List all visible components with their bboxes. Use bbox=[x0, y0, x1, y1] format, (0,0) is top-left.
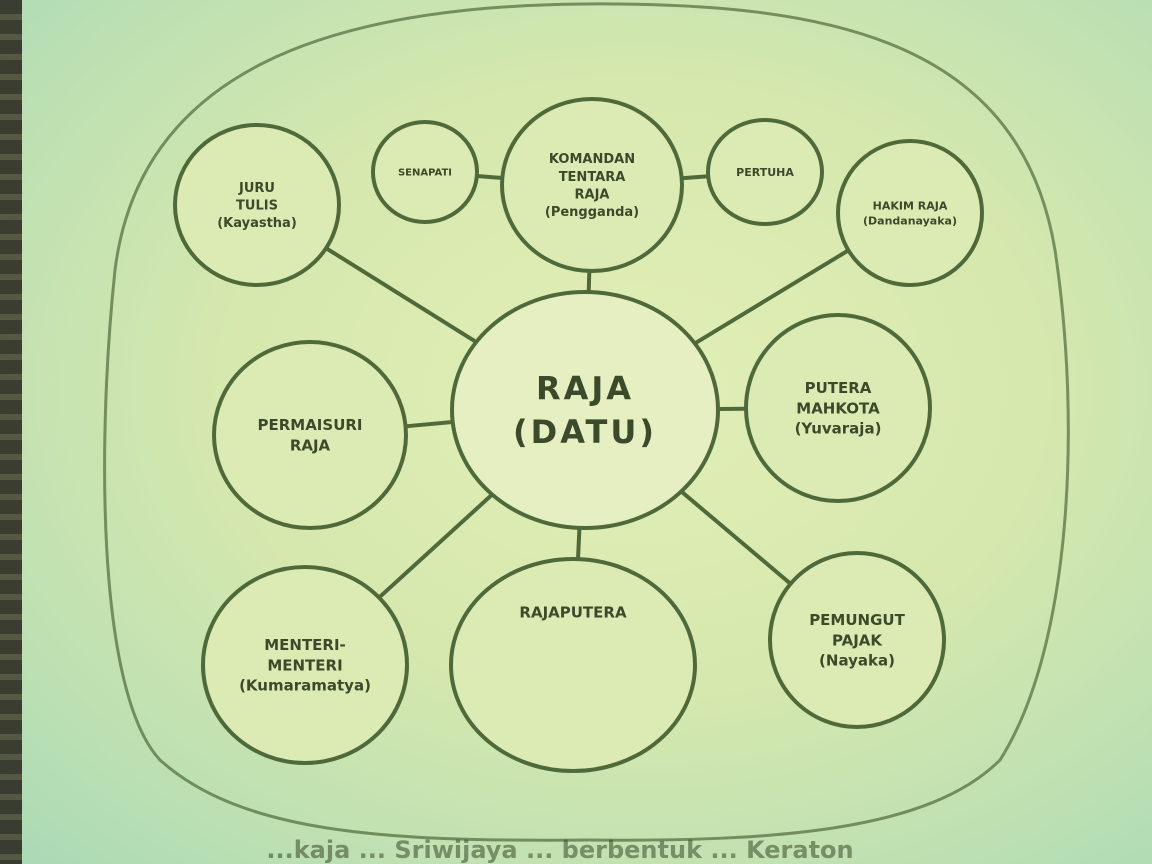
node-label-putera-mahkota-line-1: MAHKOTA bbox=[796, 399, 880, 417]
connector-komandan-pertuha bbox=[679, 174, 711, 181]
node-label-menteri-line-2: (Kumaramatya) bbox=[239, 677, 371, 695]
node-label-pertuha-line-0: PERTUHA bbox=[736, 166, 794, 179]
node-label-komandan-line-2: RAJA bbox=[575, 187, 610, 202]
node-circle-komandan bbox=[500, 97, 684, 273]
node-circle-pertuha bbox=[706, 118, 824, 226]
node-komandan: KOMANDAN TENTARA RAJA (Pengganda) bbox=[500, 97, 684, 273]
node-label-rajaputera-line-0: RAJAPUTERA bbox=[519, 603, 627, 621]
node-rajaputera: RAJAPUTERA bbox=[449, 557, 697, 773]
outer-boundary bbox=[103, 2, 1070, 842]
node-pemungut-pajak: PEMUNGUT PAJAK (Nayaka) bbox=[768, 551, 946, 729]
node-putera-mahkota: PUTERA MAHKOTA (Yuvaraja) bbox=[744, 313, 932, 503]
node-circle-juru-tulis bbox=[173, 123, 341, 287]
node-permaisuri: PERMAISURI RAJA bbox=[212, 340, 408, 530]
node-label-pemungut-pajak-line-1: PAJAK bbox=[832, 631, 883, 649]
caption-text: ...kaja ... Sriwijaya ... berbentuk ... … bbox=[266, 836, 853, 864]
node-label-raja-line-1: (DATU) bbox=[513, 413, 657, 451]
node-label-juru-tulis-line-2: (Kayastha) bbox=[217, 216, 297, 231]
node-label-raja-line-0: RAJA bbox=[536, 370, 634, 408]
connector-senapati-komandan bbox=[474, 174, 505, 181]
connector-raja-komandan bbox=[586, 268, 592, 295]
node-label-juru-tulis-line-0: JURU bbox=[238, 181, 275, 196]
node-label-menteri-line-0: MENTERI- bbox=[264, 636, 346, 654]
node-label-pemungut-pajak-line-2: (Nayaka) bbox=[819, 652, 895, 670]
node-circle-menteri bbox=[201, 565, 409, 765]
node-pertuha: PERTUHA bbox=[706, 118, 824, 226]
node-senapati: SENAPATI bbox=[371, 120, 479, 224]
connector-raja-rajaputera bbox=[575, 525, 582, 562]
node-juru-tulis: JURU TULIS (Kayastha) bbox=[173, 123, 341, 287]
node-label-permaisuri-line-1: RAJA bbox=[290, 436, 331, 454]
node-circle-senapati bbox=[371, 120, 479, 224]
node-menteri: MENTERI- MENTERI (Kumaramatya) bbox=[201, 565, 409, 765]
node-circle-hakim-raja bbox=[836, 139, 984, 287]
node-label-komandan-line-3: (Pengganda) bbox=[545, 205, 639, 220]
node-label-hakim-raja-line-1: (Dandanayaka) bbox=[863, 214, 957, 227]
node-raja: RAJA (DATU) bbox=[450, 290, 720, 530]
node-label-senapati-line-0: SENAPATI bbox=[398, 168, 452, 179]
node-label-permaisuri-line-0: PERMAISURI bbox=[257, 416, 362, 434]
node-label-putera-mahkota-line-0: PUTERA bbox=[805, 379, 872, 397]
connector-raja-juru-tulis bbox=[324, 246, 479, 345]
connector-raja-pemungut-pajak bbox=[679, 489, 793, 586]
node-label-komandan-line-1: TENTARA bbox=[559, 170, 626, 185]
node-circle-permaisuri bbox=[212, 340, 408, 530]
node-label-juru-tulis-line-1: TULIS bbox=[236, 199, 278, 214]
node-circle-rajaputera bbox=[449, 557, 697, 773]
node-circle-pemungut-pajak bbox=[768, 551, 946, 729]
connector-raja-hakim-raja bbox=[692, 248, 851, 346]
node-circle-putera-mahkota bbox=[744, 313, 932, 503]
node-label-putera-mahkota-line-2: (Yuvaraja) bbox=[795, 420, 882, 438]
notebook-binding bbox=[0, 0, 22, 864]
node-label-komandan-line-0: KOMANDAN bbox=[549, 152, 635, 167]
connector-raja-permaisuri bbox=[403, 420, 455, 429]
node-label-hakim-raja-line-0: HAKIM RAJA bbox=[873, 199, 948, 212]
node-circle-raja bbox=[450, 290, 720, 530]
connector-raja-menteri bbox=[377, 492, 495, 600]
node-hakim-raja: HAKIM RAJA (Dandanayaka) bbox=[836, 139, 984, 287]
node-label-menteri-line-1: MENTERI bbox=[267, 656, 342, 674]
node-label-pemungut-pajak-line-0: PEMUNGUT bbox=[809, 611, 905, 629]
